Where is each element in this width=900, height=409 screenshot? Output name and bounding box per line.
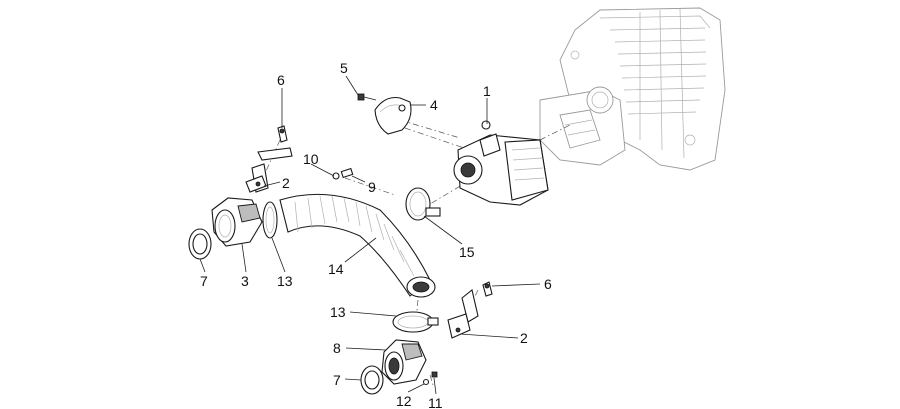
- part-5-screw: [357, 93, 377, 101]
- leader-lines: [199, 75, 541, 395]
- part-7-upper-seal: [188, 228, 212, 260]
- callout-labels: 1 2 2 3 4 5 6 6 7 7 8 9 10 11 12 13 13 1…: [200, 60, 552, 409]
- part-8-lower-elbow: [381, 339, 427, 385]
- part-11-screw: [431, 371, 438, 378]
- callout-1: 1: [483, 83, 491, 99]
- part-9-screw: [340, 167, 354, 179]
- callout-2-lower: 2: [520, 330, 528, 346]
- callout-4: 4: [430, 97, 438, 113]
- part-3-intake-elbow: [211, 197, 263, 247]
- callout-11: 11: [428, 395, 443, 409]
- callout-2-upper: 2: [282, 175, 290, 191]
- part-12-washer: [422, 378, 430, 386]
- callout-13-upper: 13: [277, 273, 293, 289]
- callout-6-upper: 6: [277, 72, 285, 88]
- part-2-upper-injector: [245, 147, 293, 193]
- callout-5: 5: [340, 60, 348, 76]
- part-13-upper-clamp: [262, 201, 278, 239]
- callout-3: 3: [241, 273, 249, 289]
- callout-6-lower: 6: [544, 276, 552, 292]
- part-7-lower-seal: [360, 365, 384, 395]
- part-14-corrugated-hose: [279, 193, 436, 298]
- callout-10: 10: [303, 151, 319, 167]
- callout-12: 12: [396, 393, 412, 409]
- callout-7-lower: 7: [333, 372, 341, 388]
- callout-9: 9: [368, 179, 376, 195]
- callout-15: 15: [459, 244, 475, 260]
- part-4-cover: [374, 96, 412, 135]
- part-13-lower-clamp: [392, 311, 439, 333]
- callout-14: 14: [328, 261, 344, 277]
- callout-13-lower: 13: [330, 304, 346, 320]
- part-6-upper: [277, 125, 288, 143]
- callout-8: 8: [333, 340, 341, 356]
- part-15-clamp: [405, 187, 441, 221]
- callout-7-upper: 7: [200, 273, 208, 289]
- part-10-washer: [332, 172, 340, 180]
- engine-block: [539, 7, 726, 171]
- part-1-throttle-body: [453, 120, 549, 206]
- part-6-lower: [482, 281, 493, 297]
- part-2-lower-injector: [447, 289, 479, 339]
